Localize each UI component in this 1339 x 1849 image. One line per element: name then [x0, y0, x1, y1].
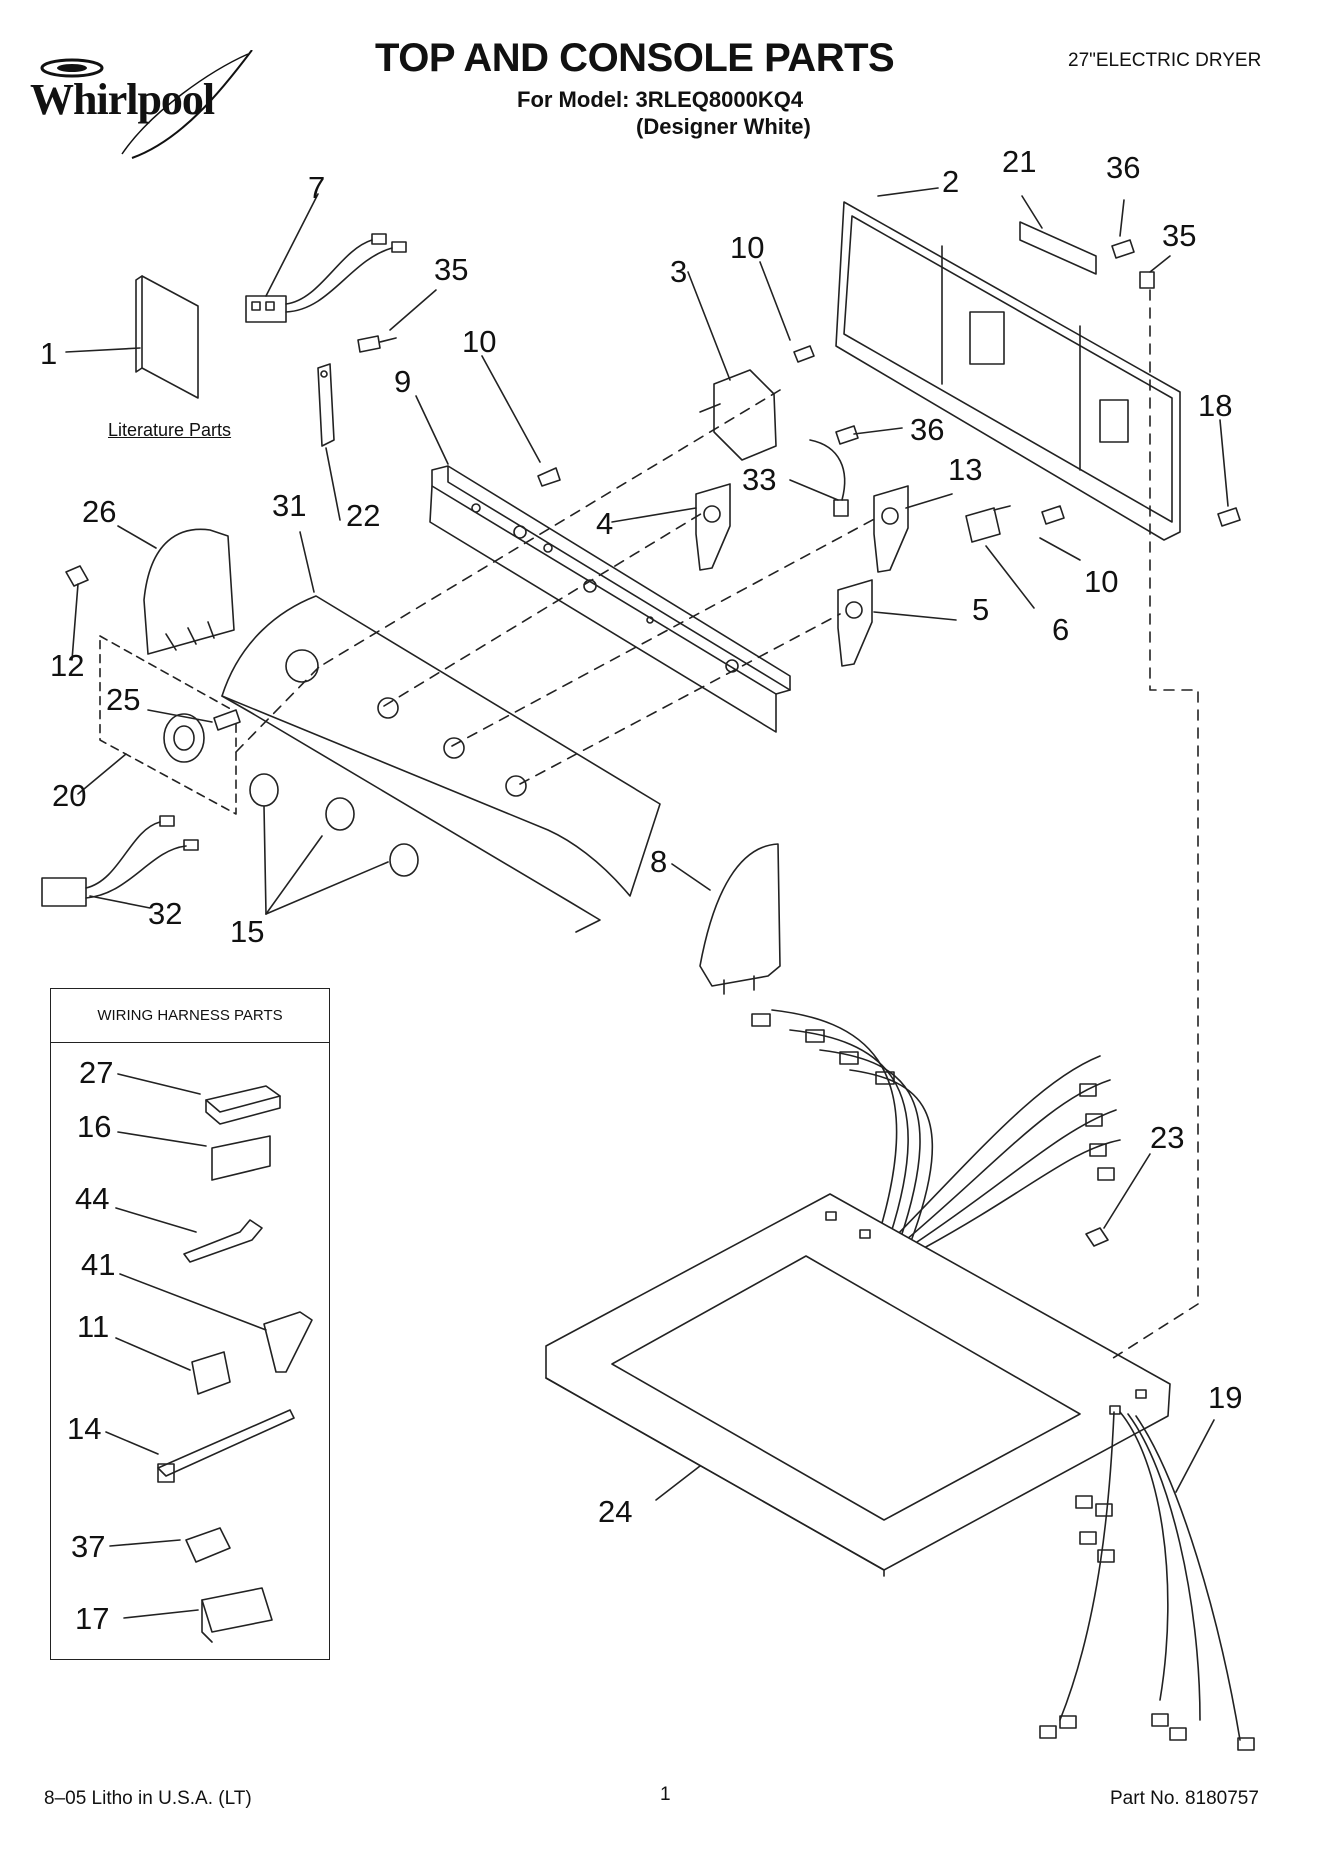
console-back-panel-icon-2	[836, 202, 1180, 540]
switch-icon-4	[696, 484, 730, 570]
switch-icon-13	[874, 486, 908, 572]
console-rail-icon-9	[430, 466, 790, 732]
callout-13: 13	[948, 452, 983, 487]
knob-assembly-outline-20	[100, 636, 236, 814]
callout-18: 18	[1198, 388, 1233, 423]
callout-15: 15	[230, 914, 265, 949]
callout-4: 4	[596, 506, 614, 541]
callout-9: 9	[394, 364, 412, 399]
relay-icon-6	[966, 506, 1010, 542]
wiring-callout-37: 37	[71, 1529, 106, 1564]
screw-icon-10a	[538, 468, 560, 486]
callout-22: 22	[346, 498, 381, 533]
screw-icon-35b	[1140, 272, 1154, 288]
callout-leaders	[66, 188, 1228, 1618]
callout-12: 12	[50, 648, 85, 683]
connector-icon-11	[192, 1352, 230, 1394]
wiring-callout-27: 27	[79, 1055, 114, 1090]
callout-6: 6	[1052, 612, 1070, 647]
callout-20: 20	[52, 778, 87, 813]
connector-icon-16	[212, 1136, 270, 1180]
callout-33: 33	[742, 462, 777, 497]
part-number: Part No. 8180757	[1110, 1788, 1259, 1809]
screw-icon-35a	[358, 336, 396, 352]
page-title: TOP AND CONSOLE PARTS	[375, 36, 895, 80]
screw-icon-12	[66, 566, 88, 586]
wiring-harness-parts-box: WIRING HARNESS PARTS 27 16 44 41 11 14 3…	[50, 988, 330, 1660]
callout-21: 21	[1002, 144, 1037, 179]
routing-lines	[236, 290, 1198, 1360]
switch-icon-5	[838, 580, 872, 666]
literature-book-icon	[136, 276, 198, 398]
screw-icon-36a	[1112, 240, 1134, 258]
wire-harness-icon-7	[246, 234, 406, 322]
wiring-callout-14: 14	[67, 1411, 102, 1446]
callout-26: 26	[82, 494, 117, 529]
wire-icon-33	[810, 440, 848, 516]
connector-icon-27	[206, 1086, 280, 1124]
callout-10a: 10	[462, 324, 497, 359]
cable-tie-icon-14	[158, 1410, 294, 1482]
callout-25: 25	[106, 682, 141, 717]
end-cap-icon-8	[700, 844, 780, 994]
main-wire-harness-icon	[752, 1010, 1120, 1248]
knob-icon-20	[164, 714, 204, 762]
callout-2: 2	[942, 164, 960, 199]
screw-icon-10b	[794, 346, 814, 362]
spring-icon-25	[214, 710, 240, 730]
screw-icon-18	[1218, 508, 1240, 526]
wiring-box-title: WIRING HARNESS PARTS	[51, 989, 329, 1043]
callout-3: 3	[670, 254, 688, 289]
bracket-icon-22	[318, 364, 334, 446]
wiring-callout-11: 11	[77, 1309, 110, 1344]
screw-icon-10c	[1042, 506, 1064, 524]
literature-parts-label: Literature Parts	[108, 420, 232, 440]
callout-35a: 35	[434, 252, 469, 287]
top-panel-icon-24	[546, 1194, 1170, 1576]
callout-35b: 35	[1162, 218, 1197, 253]
callout-36b: 36	[910, 412, 945, 447]
wiring-callout-17: 17	[75, 1601, 110, 1636]
callout-10b: 10	[730, 230, 765, 265]
wiring-callout-16: 16	[77, 1109, 112, 1144]
color-line: (Designer White)	[636, 114, 811, 139]
callout-36a: 36	[1106, 150, 1141, 185]
wiring-callout-44: 44	[75, 1181, 110, 1216]
callout-7: 7	[308, 170, 326, 205]
clip-icon-41	[264, 1312, 312, 1372]
model-line: For Model: 3RLEQ8000KQ4	[517, 87, 804, 112]
connector-icon-37	[186, 1528, 230, 1562]
callout-10c: 10	[1084, 564, 1119, 599]
connector-icon-17	[202, 1588, 272, 1642]
card-icon-21	[1020, 222, 1096, 274]
terminal-icon-44	[184, 1220, 262, 1262]
callout-8: 8	[650, 844, 668, 879]
brand-logo: Whirlpool	[22, 50, 262, 160]
page-number: 1	[660, 1784, 671, 1805]
wire-harness-icon-19	[1040, 1412, 1254, 1750]
callout-23: 23	[1150, 1120, 1185, 1155]
wiring-callout-41: 41	[81, 1247, 116, 1282]
push-button-icon-15	[250, 774, 418, 876]
product-label: 27"ELECTRIC DRYER	[1068, 50, 1262, 71]
clip-icon-23	[1086, 1228, 1108, 1246]
brand-name: Whirlpool	[30, 75, 215, 124]
wire-harness-icon-32	[42, 816, 198, 906]
console-icon-31	[222, 596, 660, 932]
callout-1: 1	[40, 336, 58, 371]
logo-swirl-icon	[40, 50, 253, 159]
switch-icon-3	[700, 370, 776, 460]
callout-19: 19	[1208, 1380, 1243, 1415]
screw-icon-36b	[836, 426, 858, 444]
callout-5: 5	[972, 592, 990, 627]
callout-31: 31	[272, 488, 307, 523]
litho-line: 8–05 Litho in U.S.A. (LT)	[44, 1788, 252, 1809]
callout-24: 24	[598, 1494, 633, 1529]
end-cap-icon-26	[144, 529, 234, 654]
callout-32: 32	[148, 896, 183, 931]
